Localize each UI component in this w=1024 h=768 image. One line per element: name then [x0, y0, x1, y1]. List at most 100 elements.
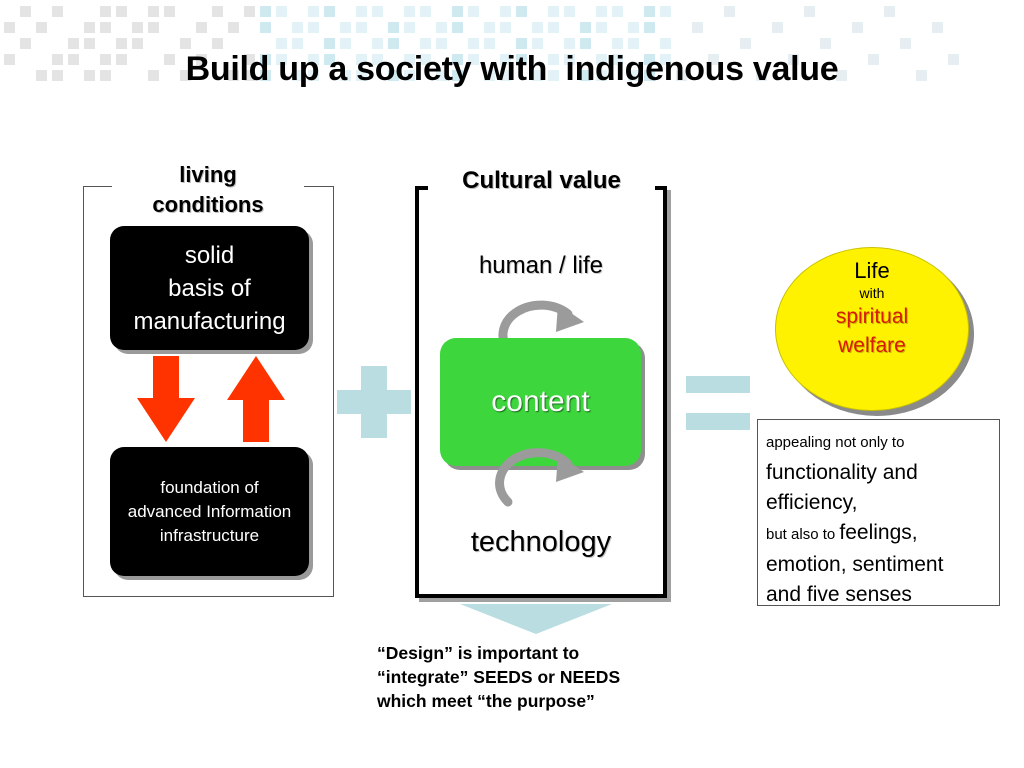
note-line: which meet “the purpose” [377, 691, 595, 711]
pattern-square [788, 54, 799, 65]
feature-line: and five senses [766, 583, 912, 606]
pattern-square [580, 70, 591, 81]
pattern-square [324, 38, 335, 49]
pattern-square [212, 6, 223, 17]
pattern-square [244, 70, 255, 81]
pattern-square [500, 70, 511, 81]
pattern-square [356, 54, 367, 65]
pattern-square [596, 70, 607, 81]
pattern-square [36, 22, 47, 33]
pattern-square [948, 54, 959, 65]
pattern-square [516, 54, 527, 65]
pattern-square [180, 70, 191, 81]
pattern-square [292, 38, 303, 49]
pattern-square [740, 38, 751, 49]
box-line: manufacturing [133, 307, 286, 335]
pattern-square [420, 6, 431, 17]
pattern-square [452, 70, 463, 81]
life-text: Life [854, 258, 890, 283]
pattern-square [644, 6, 655, 17]
pattern-square [260, 22, 271, 33]
pattern-square [676, 70, 687, 81]
pattern-square [452, 6, 463, 17]
living-conditions-title: living conditions [112, 160, 304, 220]
pattern-square [612, 54, 623, 65]
pattern-square [324, 54, 335, 65]
pattern-square [660, 54, 671, 65]
feature-line: efficiency, [766, 491, 858, 514]
pattern-square [276, 6, 287, 17]
pattern-square [548, 54, 559, 65]
pattern-square [340, 70, 351, 81]
pattern-square [468, 54, 479, 65]
pattern-square [468, 38, 479, 49]
feature-description-box: appealing not only to functionality and … [757, 419, 1000, 606]
note-line: “integrate” SEEDS or NEEDS [377, 667, 621, 687]
pattern-square [884, 6, 895, 17]
pattern-square [4, 54, 15, 65]
pattern-square [372, 38, 383, 49]
background-pattern [4, 6, 959, 81]
pattern-square [628, 38, 639, 49]
pattern-square [644, 70, 655, 81]
human-life-label: human / life [478, 252, 604, 279]
cultural-value-title: Cultural value [428, 166, 655, 196]
pattern-square [724, 6, 735, 17]
slide-title: Build up a society with indigenous value [185, 50, 839, 88]
design-note: “Design” is important to “integrate” SEE… [377, 641, 717, 713]
pattern-square [596, 6, 607, 17]
pattern-square [132, 22, 143, 33]
pattern-square [836, 70, 847, 81]
pattern-square [372, 6, 383, 17]
pattern-square [388, 70, 399, 81]
pattern-square [260, 54, 271, 65]
box-line: basis of [168, 274, 251, 302]
box-line: solid [184, 241, 235, 269]
pattern-square [532, 70, 543, 81]
pattern-square [468, 6, 479, 17]
pattern-square [916, 70, 927, 81]
pattern-square [500, 22, 511, 33]
pattern-square [388, 38, 399, 49]
technology-label: technology [470, 526, 612, 558]
pattern-square [116, 54, 127, 65]
pattern-square [292, 22, 303, 33]
pattern-square [452, 22, 463, 33]
with-text: with [859, 285, 885, 301]
pattern-square [20, 6, 31, 17]
pattern-square [260, 6, 271, 17]
pattern-square [132, 38, 143, 49]
pattern-square [564, 38, 575, 49]
pattern-square [148, 6, 159, 17]
pattern-square [116, 38, 127, 49]
pattern-square [148, 22, 159, 33]
pattern-square [564, 54, 575, 65]
pattern-square [532, 38, 543, 49]
pattern-square [804, 6, 815, 17]
down-triangle-icon [460, 604, 612, 634]
pattern-square [484, 70, 495, 81]
pattern-square [868, 54, 879, 65]
pattern-square [52, 54, 63, 65]
pattern-square [212, 38, 223, 49]
life-spiritual-welfare-ellipse: Life with spiritual welfare [775, 247, 969, 411]
pattern-square [900, 38, 911, 49]
note-line: “Design” is important to [377, 643, 580, 663]
pattern-square [436, 70, 447, 81]
feature-line-big: feelings, [839, 521, 918, 544]
pattern-square [484, 22, 495, 33]
pattern-square [244, 6, 255, 17]
pattern-square [548, 6, 559, 17]
pattern-square [612, 38, 623, 49]
pattern-square [500, 54, 511, 65]
pattern-square [196, 22, 207, 33]
pattern-square [580, 22, 591, 33]
pattern-square [308, 70, 319, 81]
pattern-square [644, 54, 655, 65]
pattern-square [292, 70, 303, 81]
pattern-square [148, 70, 159, 81]
pattern-square [516, 6, 527, 17]
pattern-square [20, 38, 31, 49]
pattern-square [340, 22, 351, 33]
pattern-square [36, 70, 47, 81]
